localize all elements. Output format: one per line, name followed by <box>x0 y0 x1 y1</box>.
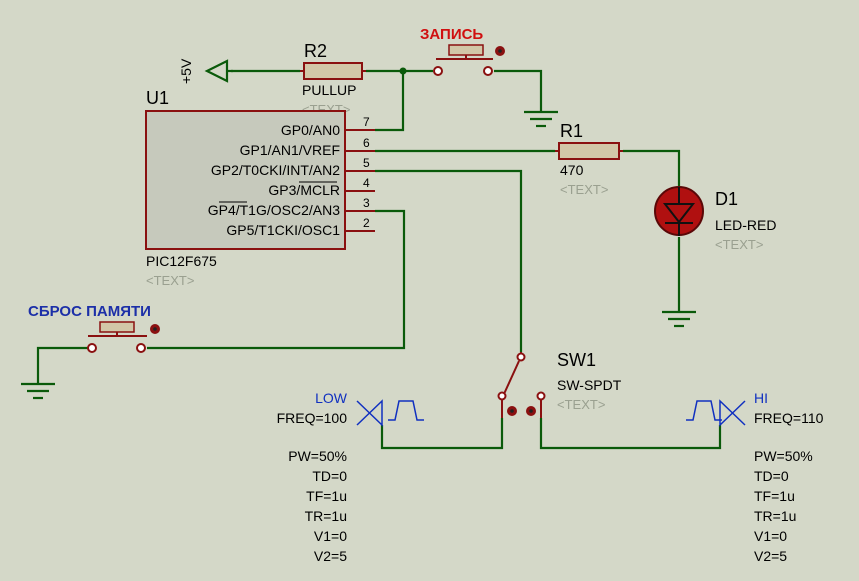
hi-gen-name: HI <box>754 390 768 406</box>
power-terminal[interactable]: +5V <box>178 58 233 84</box>
ic-body <box>145 110 346 250</box>
d1-text-placeholder: <TEXT> <box>715 237 763 252</box>
wire-reset-gnd[interactable] <box>36 346 88 384</box>
pulse-waveform-icon <box>686 400 722 421</box>
wires <box>36 67 722 450</box>
ic-pin-name: GP3/MCLR <box>268 182 340 198</box>
hi-gen-param: TR=1u <box>754 508 796 524</box>
ic-pin-name: GP4/T1G/OSC2/AN3 <box>208 202 340 218</box>
power-label: +5V <box>178 58 194 84</box>
wire-hi-sw[interactable] <box>539 418 722 450</box>
r1-ref: R1 <box>560 121 583 141</box>
ic-pin-name: GP5/T1CKI/OSC1 <box>226 222 340 238</box>
ic-pin-num: 7 <box>363 115 370 129</box>
ic-pin-name: GP0/AN0 <box>281 122 340 138</box>
ic-u1[interactable]: U1 7 6 5 4 3 2 GP0/AN0 GP1/AN1/VREF GP2/… <box>145 88 375 288</box>
hi-gen-param: V2=5 <box>754 548 787 564</box>
wire-write-gnd[interactable] <box>494 69 543 112</box>
low-gen-param: TF=1u <box>306 488 347 504</box>
hi-gen-param: TF=1u <box>754 488 795 504</box>
ic-pin-name: GP2/T0CKI/INT/AN2 <box>211 162 340 178</box>
low-gen-name: LOW <box>315 390 348 406</box>
resistor-r1[interactable]: R1 470 <TEXT> <box>555 121 623 197</box>
d1-ref: D1 <box>715 189 738 209</box>
generator-hi[interactable]: HI FREQ=110 PW=50% TD=0 TF=1u TR=1u V1=0… <box>686 390 824 564</box>
wire-gp2-sw[interactable] <box>375 169 523 352</box>
ground-icon <box>662 310 696 328</box>
generator-icon <box>719 399 746 427</box>
r1-text-placeholder: <TEXT> <box>560 182 608 197</box>
hi-gen-param: PW=50% <box>754 448 813 464</box>
switch-sw1[interactable]: SW1 SW-SPDT <TEXT> <box>497 350 622 418</box>
ic-pin-num: 6 <box>363 136 370 150</box>
sw1-value: SW-SPDT <box>557 377 622 393</box>
pulse-waveform-icon <box>388 400 424 421</box>
ic-pin-num: 5 <box>363 156 370 170</box>
generator-icon <box>356 399 383 427</box>
reset-button-label: СБРОС ПАМЯТИ <box>28 303 151 320</box>
button-write[interactable]: ЗАПИСЬ <box>420 26 505 76</box>
ic-pin-name: GP1/AN1/VREF <box>240 142 340 158</box>
ic-ref: U1 <box>146 88 169 108</box>
r2-value: PULLUP <box>302 82 356 98</box>
switch-lever[interactable] <box>503 360 520 395</box>
hi-gen-param: V1=0 <box>754 528 787 544</box>
ic-part: PIC12F675 <box>146 253 217 269</box>
low-gen-param: FREQ=100 <box>277 410 348 426</box>
button-reset[interactable]: СБРОС ПАМЯТИ <box>28 303 160 353</box>
ic-pin-num: 4 <box>363 176 370 190</box>
ground-icon <box>524 110 558 128</box>
resistor-r2[interactable]: R2 PULLUP <TEXT> <box>300 41 366 117</box>
ground-icon <box>21 382 55 400</box>
r1-value: 470 <box>560 162 584 178</box>
wire-low-sw[interactable] <box>380 418 504 450</box>
sw1-text-placeholder: <TEXT> <box>557 397 605 412</box>
wire-gp4-reset[interactable] <box>147 209 406 350</box>
low-gen-param: TR=1u <box>305 508 347 524</box>
d1-value: LED-RED <box>715 217 776 233</box>
low-gen-param: V2=5 <box>314 548 347 564</box>
power-arrow-icon <box>204 59 229 83</box>
led-d1[interactable]: D1 LED-RED <TEXT> <box>654 186 776 252</box>
write-button-label: ЗАПИСЬ <box>420 26 483 43</box>
wire-r1-led[interactable] <box>623 149 681 186</box>
r2-ref: R2 <box>304 41 327 61</box>
hi-gen-param: FREQ=110 <box>754 410 824 426</box>
hi-gen-param: TD=0 <box>754 468 789 484</box>
ic-pin-num: 3 <box>363 196 370 210</box>
ic-pin-num: 2 <box>363 216 370 230</box>
low-gen-param: V1=0 <box>314 528 347 544</box>
ic-text-placeholder: <TEXT> <box>146 273 194 288</box>
wire-gp0[interactable] <box>375 71 405 132</box>
generator-low[interactable]: LOW FREQ=100 PW=50% TD=0 TF=1u TR=1u V1=… <box>277 390 424 564</box>
sw1-ref: SW1 <box>557 350 596 370</box>
low-gen-param: PW=50% <box>288 448 347 464</box>
low-gen-param: TD=0 <box>312 468 347 484</box>
junction-dot <box>399 67 407 75</box>
